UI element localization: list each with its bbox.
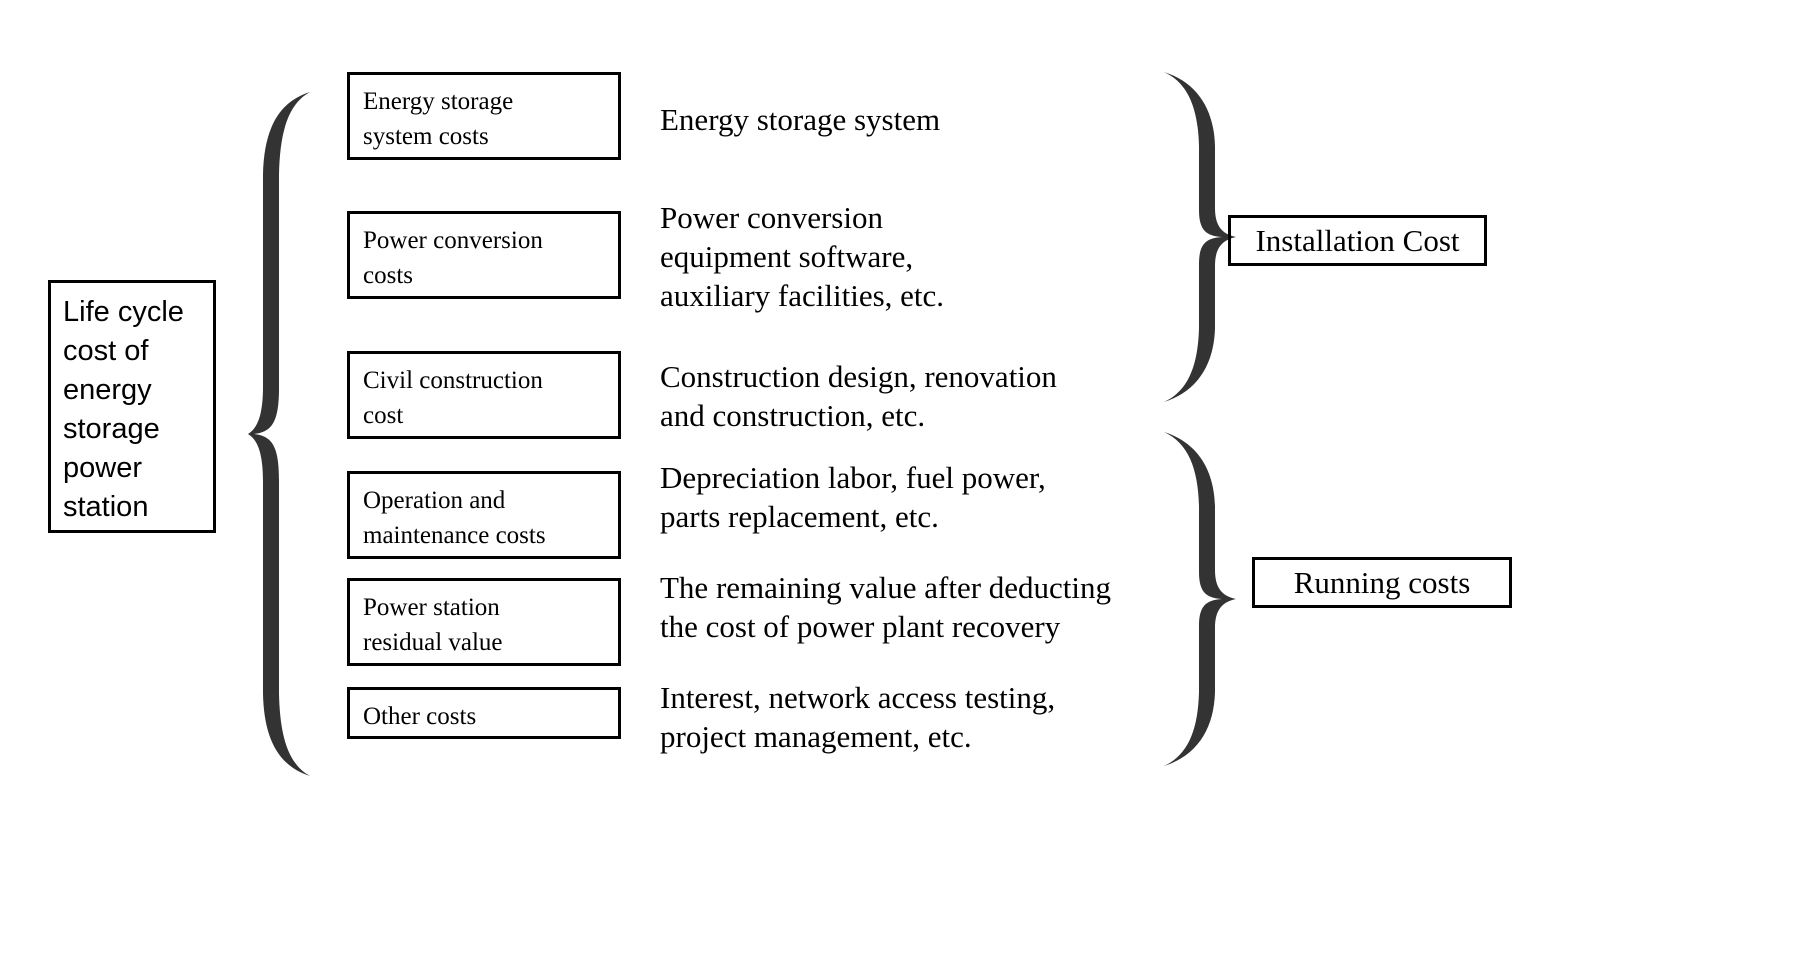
description-civil-construction: Construction design, renovation and cons… — [660, 359, 1057, 433]
left-group-brace-icon — [248, 92, 310, 776]
description-energy-storage-system: Energy storage system — [660, 102, 941, 137]
category-box-energy-storage-system-costs[interactable]: Energy storage system costs — [347, 72, 621, 160]
category-box-civil-construction-cost[interactable]: Civil construction cost — [347, 351, 621, 439]
group-box-installation-cost[interactable]: Installation Cost — [1228, 215, 1487, 266]
description-other-costs: Interest, network access testing, projec… — [660, 680, 1056, 754]
root-node-life-cycle-cost[interactable]: Life cycle cost of energy storage power … — [48, 280, 216, 533]
category-box-other-costs[interactable]: Other costs — [347, 687, 621, 739]
description-power-conversion: Power conversion equipment software, aux… — [660, 200, 945, 313]
description-operation-maintenance: Depreciation labor, fuel power, parts re… — [660, 460, 1046, 534]
description-residual-value: The remaining value after deducting the … — [660, 570, 1112, 644]
group-box-running-costs[interactable]: Running costs — [1252, 557, 1512, 608]
installation-cost-brace-icon — [1164, 72, 1236, 402]
category-box-power-station-residual-value[interactable]: Power station residual value — [347, 578, 621, 666]
category-box-power-conversion-costs[interactable]: Power conversion costs — [347, 211, 621, 299]
running-costs-brace-icon — [1164, 432, 1236, 766]
category-box-operation-and-maintenance-costs[interactable]: Operation and maintenance costs — [347, 471, 621, 559]
